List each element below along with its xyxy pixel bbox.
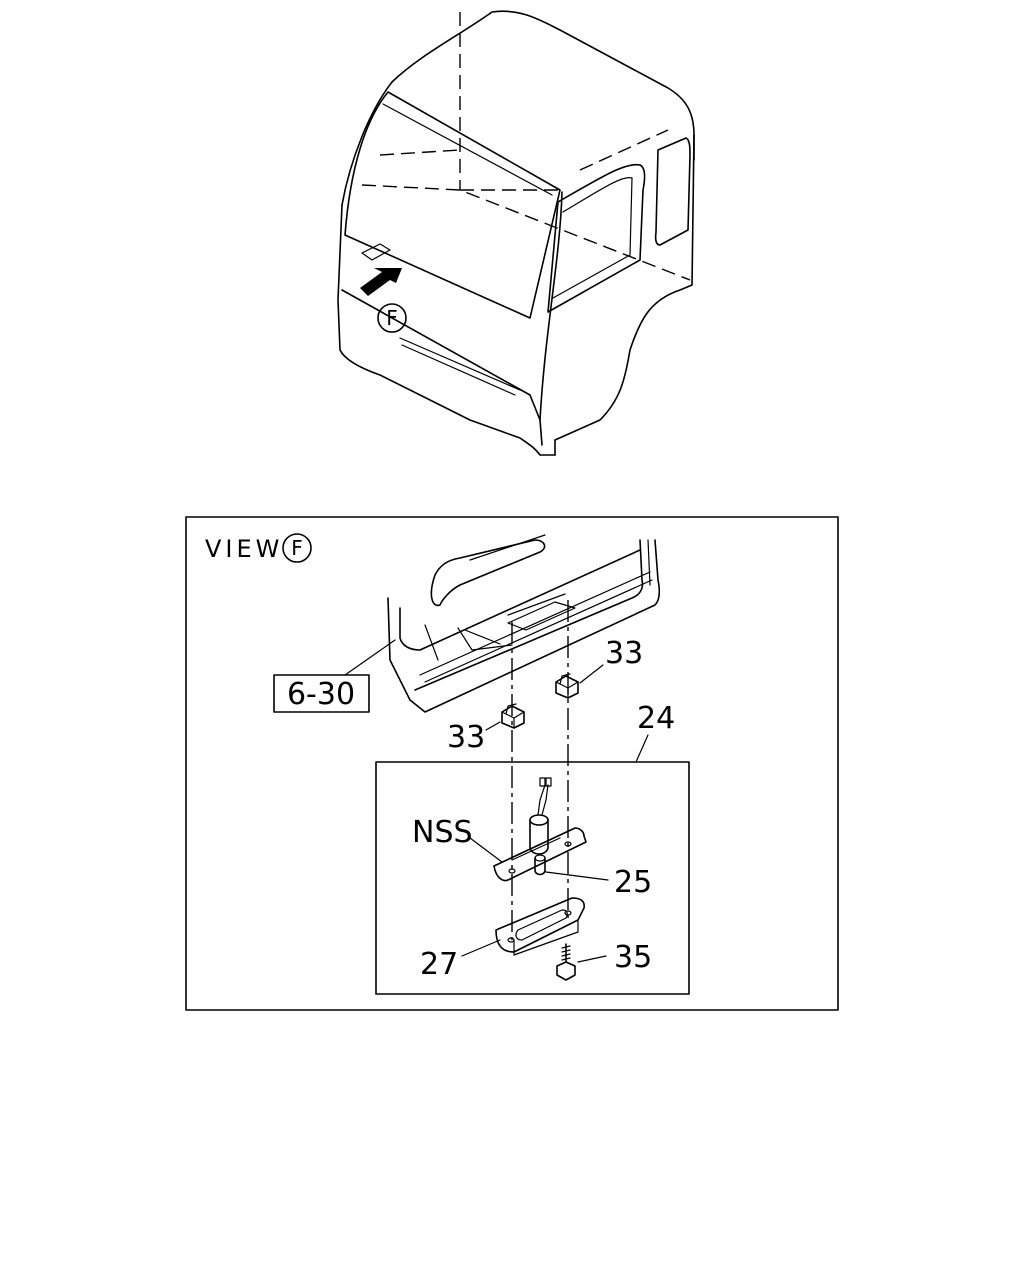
clip-nut-33-lower: 33	[447, 703, 525, 755]
callout-25: 25	[614, 865, 652, 900]
callout-33-lower: 33	[447, 720, 485, 755]
view-title-marker: F	[291, 536, 303, 560]
view-title: VIEW	[205, 535, 283, 563]
truck-cab-illustration: F	[337, 10, 695, 456]
body-panel-section	[387, 534, 661, 713]
lamp-base-plate: NSS 25	[412, 777, 652, 900]
callout-24: 24	[637, 701, 675, 736]
callout-35: 35	[614, 940, 652, 975]
lamp-assembly-box-24: 24	[375, 701, 690, 995]
lens-cover-27: 27	[420, 897, 585, 982]
callout-nss: NSS	[412, 815, 473, 850]
assembly-centerlines	[511, 600, 569, 940]
clip-nut-33-upper: 33	[555, 636, 643, 699]
reference-box-label: 6-30	[287, 677, 355, 712]
callout-27: 27	[420, 947, 458, 982]
reference-box-6-30: 6-30	[273, 639, 396, 713]
view-marker-label: F	[386, 306, 398, 330]
screw-35: 35	[556, 940, 652, 981]
view-detail-frame: VIEW F	[185, 516, 839, 1011]
callout-33-upper: 33	[605, 636, 643, 671]
